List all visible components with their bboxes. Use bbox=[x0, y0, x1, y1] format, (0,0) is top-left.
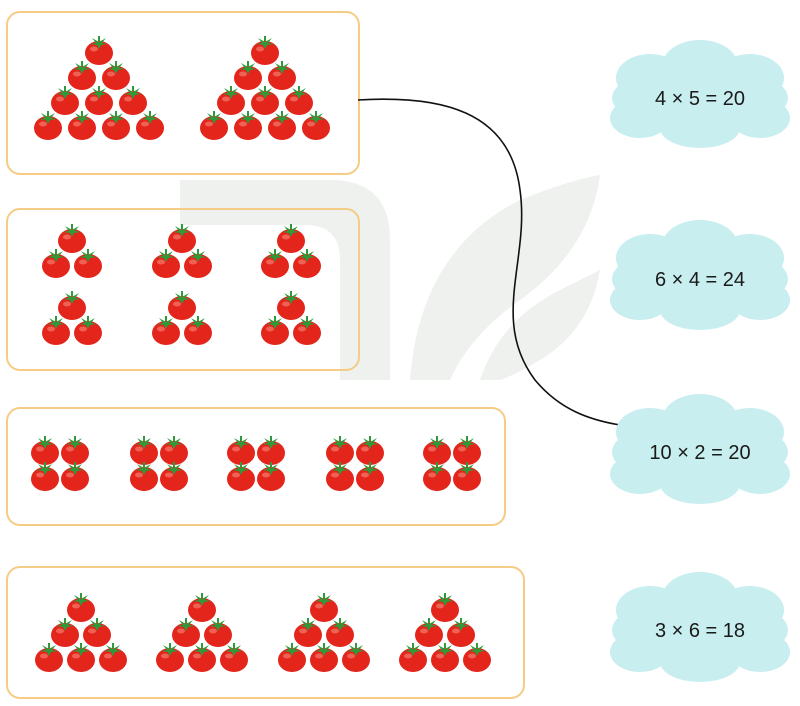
group-3-cluster-2-tomato-3 bbox=[130, 462, 158, 491]
tomato-group-box-1[interactable] bbox=[6, 11, 360, 175]
group-4-cluster-4-tomato-4 bbox=[399, 643, 427, 672]
tomato-group-box-3[interactable] bbox=[6, 407, 506, 526]
group-1-cluster-1-tomato-5 bbox=[85, 86, 113, 115]
group-1-cluster-1-tomato-9 bbox=[102, 111, 130, 140]
cloud-shape-1 bbox=[610, 40, 790, 148]
group-2-cluster-5-tomato-1 bbox=[168, 291, 196, 320]
group-4-cluster-2-tomato-2 bbox=[172, 618, 200, 647]
cloud-shape-4 bbox=[610, 572, 790, 682]
group-1-cluster-2-tomato-4 bbox=[217, 86, 245, 115]
group-4-cluster-3-tomato-3 bbox=[326, 618, 354, 647]
group-4-cluster-4-tomato-3 bbox=[447, 618, 475, 647]
group-4-cluster-3-tomato-5 bbox=[310, 643, 338, 672]
group-3-cluster-2-tomato-1 bbox=[130, 436, 158, 465]
group-1-cluster-1-tomato-10 bbox=[136, 111, 164, 140]
group-3-cluster-4-tomato-2 bbox=[356, 436, 384, 465]
group-3-cluster-5-tomato-2 bbox=[453, 436, 481, 465]
group-4-cluster-2-tomato-3 bbox=[204, 618, 232, 647]
group-2-cluster-6-tomato-1 bbox=[277, 291, 305, 320]
group-1-cluster-2-tomato-3 bbox=[268, 61, 296, 90]
group-4-cluster-4-tomato-2 bbox=[415, 618, 443, 647]
group-4-cluster-2-tomato-5 bbox=[188, 643, 216, 672]
group-3-cluster-2-tomato-4 bbox=[160, 462, 188, 491]
group-3-cluster-3-tomato-3 bbox=[227, 462, 255, 491]
group-4-cluster-4-tomato-6 bbox=[463, 643, 491, 672]
group-4-cluster-3-tomato-6 bbox=[342, 643, 370, 672]
group-1-cluster-1-tomato-8 bbox=[68, 111, 96, 140]
group-1-cluster-2-tomato-1 bbox=[251, 36, 279, 65]
group-2-cluster-5-tomato-3 bbox=[184, 316, 212, 345]
group-2-cluster-1-tomato-1 bbox=[58, 224, 86, 253]
group-4-cluster-2-tomato-1 bbox=[188, 593, 216, 622]
group-3-cluster-5-tomato-4 bbox=[453, 462, 481, 491]
group-1-cluster-2-tomato-8 bbox=[234, 111, 262, 140]
group-4-cluster-4-tomato-1 bbox=[431, 593, 459, 622]
group-2-cluster-3-tomato-2 bbox=[261, 249, 289, 278]
group-3-cluster-2-tomato-2 bbox=[160, 436, 188, 465]
group-1-cluster-2-tomato-10 bbox=[302, 111, 330, 140]
group-2-cluster-6-tomato-3 bbox=[293, 316, 321, 345]
group-3-cluster-1-tomato-4 bbox=[61, 462, 89, 491]
group-2-cluster-4-tomato-3 bbox=[74, 316, 102, 345]
group-1-cluster-2-tomato-9 bbox=[268, 111, 296, 140]
group-1-cluster-1-tomato-3 bbox=[102, 61, 130, 90]
group-3-cluster-3-tomato-4 bbox=[257, 462, 285, 491]
group-4-cluster-2-tomato-6 bbox=[220, 643, 248, 672]
cloud-shape-3 bbox=[610, 394, 790, 504]
group-3-cluster-4-tomato-3 bbox=[326, 462, 354, 491]
group-2-cluster-3-tomato-1 bbox=[277, 224, 305, 253]
group-1-cluster-2-tomato-6 bbox=[285, 86, 313, 115]
group-2-cluster-4-tomato-2 bbox=[42, 316, 70, 345]
cloud-expression-1[interactable]: 4 × 5 = 20 bbox=[654, 88, 746, 110]
cloud-expression-3[interactable]: 10 × 2 = 20 bbox=[649, 442, 751, 464]
group-4-cluster-1-tomato-4 bbox=[35, 643, 63, 672]
tomato-group-box-4[interactable] bbox=[6, 566, 525, 699]
group-4-cluster-1-tomato-6 bbox=[99, 643, 127, 672]
group-2-cluster-2-tomato-2 bbox=[152, 249, 180, 278]
tomato-group-box-2[interactable] bbox=[6, 208, 360, 371]
group-3-cluster-1-tomato-2 bbox=[61, 436, 89, 465]
group-2-cluster-2-tomato-1 bbox=[168, 224, 196, 253]
group-1-cluster-1-tomato-1 bbox=[85, 36, 113, 65]
group-4-cluster-1-tomato-5 bbox=[67, 643, 95, 672]
group-4-cluster-4-tomato-5 bbox=[431, 643, 459, 672]
group-3-cluster-1-tomato-1 bbox=[31, 436, 59, 465]
group-1-cluster-2-tomato-7 bbox=[200, 111, 228, 140]
group-4-cluster-1-tomato-1 bbox=[67, 593, 95, 622]
group-4-cluster-3-tomato-1 bbox=[310, 593, 338, 622]
group-4-cluster-3-tomato-4 bbox=[278, 643, 306, 672]
group-3-cluster-3-tomato-2 bbox=[257, 436, 285, 465]
group-4-cluster-1-tomato-3 bbox=[83, 618, 111, 647]
group-1-cluster-1-tomato-6 bbox=[119, 86, 147, 115]
group-3-cluster-4-tomato-4 bbox=[356, 462, 384, 491]
group-2-cluster-2-tomato-3 bbox=[184, 249, 212, 278]
group-2-cluster-3-tomato-3 bbox=[293, 249, 321, 278]
connector-line-group-1-to-cloud-3 bbox=[357, 98, 621, 426]
group-3-cluster-3-tomato-1 bbox=[227, 436, 255, 465]
group-2-cluster-6-tomato-2 bbox=[261, 316, 289, 345]
group-2-cluster-4-tomato-1 bbox=[58, 291, 86, 320]
group-4-cluster-2-tomato-4 bbox=[156, 643, 184, 672]
group-4-cluster-3-tomato-2 bbox=[294, 618, 322, 647]
group-3-cluster-5-tomato-3 bbox=[423, 462, 451, 491]
cloud-expression-4[interactable]: 3 × 6 = 18 bbox=[654, 620, 746, 642]
group-2-cluster-1-tomato-2 bbox=[42, 249, 70, 278]
group-1-cluster-1-tomato-2 bbox=[68, 61, 96, 90]
group-4-cluster-1-tomato-2 bbox=[51, 618, 79, 647]
group-3-cluster-1-tomato-3 bbox=[31, 462, 59, 491]
group-1-cluster-1-tomato-7 bbox=[34, 111, 62, 140]
cloud-expression-2[interactable]: 6 × 4 = 24 bbox=[654, 269, 746, 291]
group-3-cluster-4-tomato-1 bbox=[326, 436, 354, 465]
group-2-cluster-1-tomato-3 bbox=[74, 249, 102, 278]
group-2-cluster-5-tomato-2 bbox=[152, 316, 180, 345]
group-1-cluster-2-tomato-5 bbox=[251, 86, 279, 115]
group-3-cluster-5-tomato-1 bbox=[423, 436, 451, 465]
cloud-shape-2 bbox=[610, 220, 790, 330]
group-1-cluster-1-tomato-4 bbox=[51, 86, 79, 115]
group-1-cluster-2-tomato-2 bbox=[234, 61, 262, 90]
